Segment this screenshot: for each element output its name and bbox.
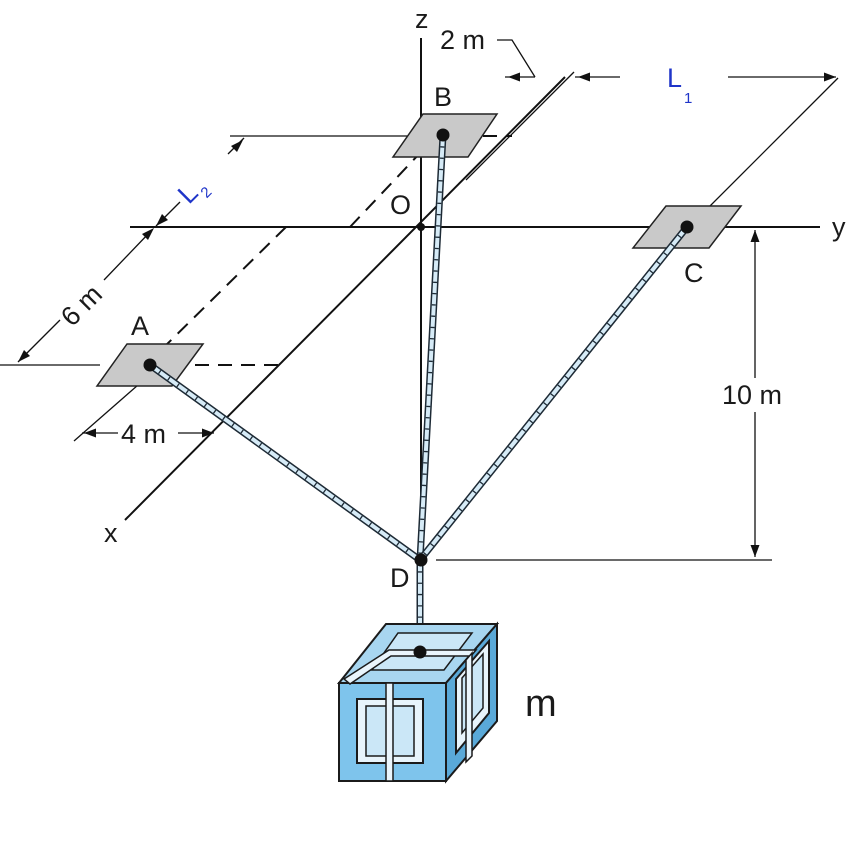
- dim-l1-label: L: [667, 63, 682, 93]
- b-extension-line: [465, 71, 575, 181]
- cables: [146, 131, 691, 656]
- origin-label: O: [390, 190, 411, 220]
- dim-10m-label: 10 m: [722, 380, 782, 410]
- cable-ad: [146, 361, 424, 564]
- point-c-dot: [680, 220, 694, 234]
- arrowhead: [578, 72, 590, 82]
- arrowhead: [156, 214, 168, 226]
- x-axis: [124, 76, 566, 521]
- arrowhead: [750, 230, 760, 242]
- cable-bd: [416, 131, 447, 564]
- arrowhead: [231, 140, 243, 152]
- point-a-label: A: [131, 311, 149, 341]
- crate: [336, 621, 500, 784]
- dim-l1-subscript: 1: [684, 90, 692, 107]
- point-d-dot: [414, 553, 428, 567]
- two-m-leader: [497, 39, 536, 78]
- crate-strap-front: [385, 682, 394, 782]
- z-axis-label: z: [415, 4, 429, 34]
- point-b-dot: [436, 128, 450, 142]
- point-c-label: C: [684, 258, 704, 288]
- arrowhead: [202, 428, 214, 438]
- anchor-points: [143, 128, 694, 567]
- point-b-label: B: [434, 82, 452, 112]
- dashed-guides: [156, 135, 512, 366]
- dim-4m-label: 4 m: [121, 419, 166, 449]
- dimension-lines: [0, 39, 836, 561]
- crate-hook-dot: [413, 645, 427, 659]
- point-d-label: D: [390, 563, 410, 593]
- cable-cd: [416, 223, 691, 564]
- arrowhead: [750, 545, 760, 557]
- dim-l2-group: L 2: [172, 177, 215, 209]
- dim-6m-group: 6 m: [55, 279, 108, 332]
- dim-2m-label: 2 m: [440, 25, 485, 55]
- arrowhead: [824, 72, 836, 82]
- origin-dot: [417, 223, 425, 231]
- y-axis-label: y: [832, 212, 846, 242]
- a-guide-diagonal: [156, 226, 287, 355]
- arrowhead: [18, 350, 30, 362]
- mounting-plates: [95, 113, 743, 387]
- mass-label: m: [525, 683, 557, 725]
- b-guide-diagonal: [349, 151, 422, 228]
- arrowhead: [84, 428, 96, 438]
- crate-strap-side: [465, 650, 473, 764]
- arrowhead: [508, 72, 520, 82]
- dim-6m-label: 6 m: [55, 279, 108, 332]
- six-m-dim-upper: [103, 231, 151, 281]
- arrowhead: [142, 228, 154, 240]
- point-a-dot: [143, 358, 157, 372]
- x-axis-label: x: [104, 518, 118, 548]
